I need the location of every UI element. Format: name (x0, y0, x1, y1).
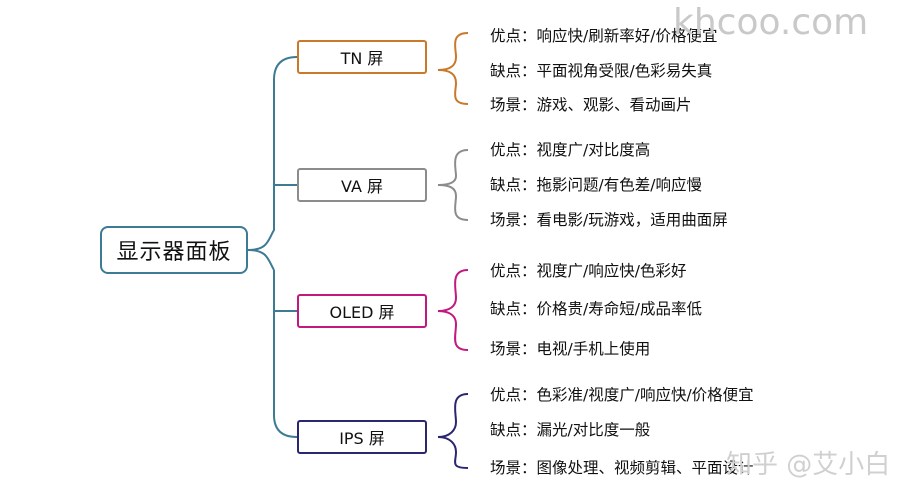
ips-bracket (437, 393, 469, 469)
category-node-va: VA 屏 (297, 168, 427, 202)
leaf-va-cons: 缺点：拖影问题/有色差/响应慢 (490, 176, 702, 194)
leaf-ips-cons: 缺点：漏光/对比度一般 (490, 421, 651, 439)
leaf-ips-scenes: 场景：图像处理、视频剪辑、平面设计 (490, 459, 754, 477)
leaf-tn-scenes: 场景：游戏、观影、看动画片 (490, 96, 692, 114)
category-node-ips: IPS 屏 (297, 420, 427, 454)
watermark-top: khcoo.com (673, 2, 869, 43)
leaf-oled-pros: 优点：视度广/响应快/色彩好 (490, 262, 687, 280)
tn-bracket (437, 32, 469, 105)
leaf-va-pros: 优点：视度广/对比度高 (490, 141, 651, 159)
leaf-oled-cons: 缺点：价格贵/寿命短/成品率低 (490, 300, 702, 318)
leaf-tn-pros: 优点：响应快/刷新率好/价格便宜 (490, 27, 718, 45)
leaf-tn-cons: 缺点：平面视角受限/色彩易失真 (490, 62, 713, 80)
watermark-bottom: 知乎 @艾小白 (726, 450, 891, 480)
leaf-va-scenes: 场景：看电影/玩游戏，适用曲面屏 (490, 211, 728, 229)
category-node-tn: TN 屏 (297, 40, 427, 74)
va-bracket (437, 149, 469, 221)
oled-bracket (437, 269, 469, 351)
root-node: 显示器面板 (100, 226, 248, 274)
category-node-oled: OLED 屏 (297, 294, 427, 328)
root-trunk-connector (247, 56, 298, 438)
leaf-ips-pros: 优点：色彩准/视度广/响应快/价格便宜 (490, 386, 754, 404)
leaf-oled-scenes: 场景：电视/手机上使用 (490, 340, 651, 358)
